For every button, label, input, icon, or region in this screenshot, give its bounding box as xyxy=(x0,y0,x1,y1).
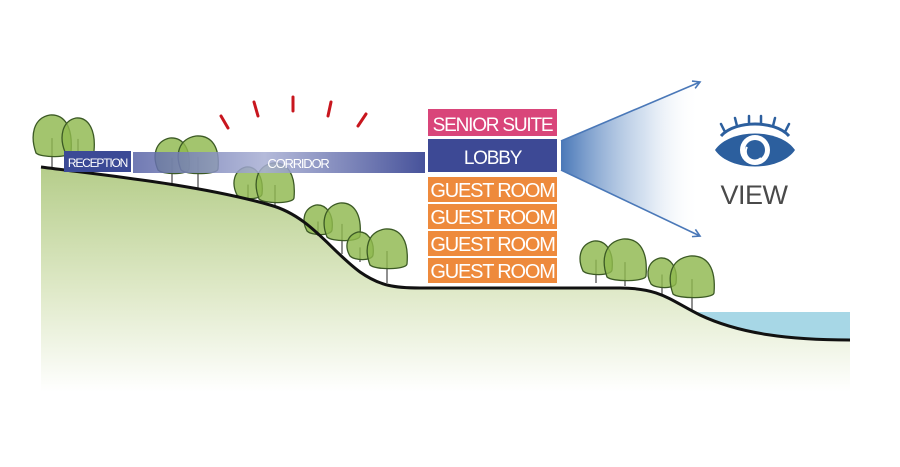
guest-room-block xyxy=(428,231,557,256)
ground-line xyxy=(40,165,851,342)
sun-rays-icon xyxy=(219,95,368,130)
lobby-label: LOBBY xyxy=(464,148,523,169)
tree-crown xyxy=(669,255,715,299)
guest-room-label: GUEST ROOM xyxy=(430,207,555,229)
view-cone xyxy=(560,80,702,238)
view-label: VIEW xyxy=(720,180,788,210)
senior-suite-label: SENIOR SUITE xyxy=(433,115,553,136)
guest-room-label: GUEST ROOM xyxy=(430,180,555,202)
tree-crown xyxy=(61,117,95,157)
reception-block: RECEPTION xyxy=(64,151,131,172)
corridor-label: CORRIDOR xyxy=(267,156,329,171)
ground xyxy=(41,167,850,392)
building-section: SENIOR SUITE LOBBY GUEST ROOM GUEST ROOM… xyxy=(428,109,557,283)
tree-crown xyxy=(323,202,361,242)
guest-room-label: GUEST ROOM xyxy=(430,261,555,283)
tree-crown xyxy=(603,238,647,282)
guest-room-label: GUEST ROOM xyxy=(430,234,555,256)
senior-suite-block xyxy=(428,109,557,136)
guest-room-block xyxy=(428,177,557,202)
guest-room-block xyxy=(428,258,557,283)
lobby-block xyxy=(428,139,557,172)
reception-label: RECEPTION xyxy=(68,156,128,170)
guest-room-block xyxy=(428,204,557,229)
tree-crown xyxy=(647,257,677,289)
tree-crown xyxy=(366,228,408,270)
corridor-block: CORRIDOR xyxy=(133,152,425,173)
eye-icon xyxy=(715,114,795,167)
